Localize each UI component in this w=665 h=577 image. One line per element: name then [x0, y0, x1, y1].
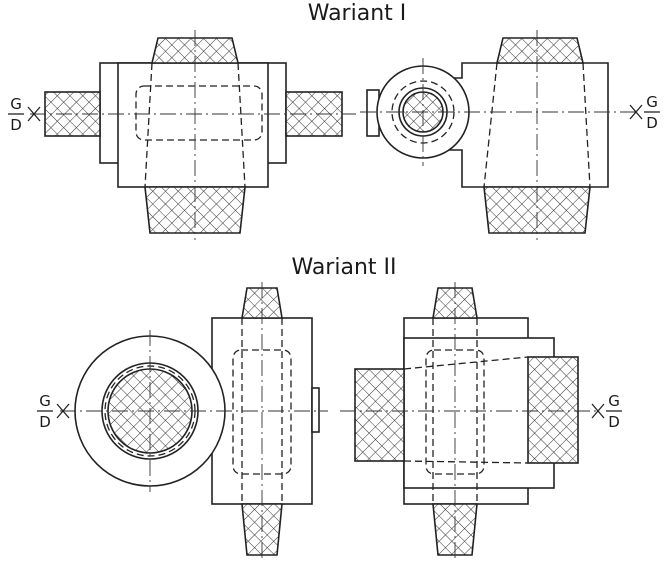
variant2-right-label-g: G: [608, 392, 620, 410]
variant1-left-label-g: G: [10, 95, 22, 113]
variant1-left-body-inner: [117, 62, 269, 188]
variant2-left-view: G D: [37, 282, 328, 562]
variant2-right-view: G D: [340, 282, 622, 562]
variant1-right-hidden-taper: [483, 62, 591, 188]
variant1-left-plane-marker: G D: [8, 95, 41, 134]
variant1-right-view: G D: [360, 30, 660, 240]
variant1-title: Wariant I: [308, 1, 407, 26]
variant1-right-label-d: D: [646, 114, 658, 132]
variant1-left-bottom-journal: [144, 186, 246, 234]
variant1-right-label-g: G: [646, 93, 658, 111]
variant1-right-plane-marker: G D: [629, 93, 660, 132]
variant2-right-shaft-left: [354, 368, 405, 462]
variant2-left-plane-marker: G D: [37, 392, 70, 431]
variant1-right-bottom-journal: [483, 186, 591, 234]
variant2-left-label-g: G: [39, 392, 51, 410]
variant2-left-boss: [311, 387, 320, 433]
variant1-left-hidden-bore: [135, 85, 263, 141]
variant2-right-shaft-right: [527, 356, 579, 464]
variant2-right-plane-marker: G D: [591, 392, 622, 431]
variant1-left-view: G D: [8, 30, 356, 240]
variant2-right-label-d: D: [608, 413, 620, 431]
variant1-left-label-d: D: [10, 116, 22, 134]
variant2-left-label-d: D: [39, 413, 51, 431]
variant2-right-hidden-taper: [403, 356, 529, 464]
variant2-title: Wariant II: [291, 255, 396, 280]
variant1-right-top-journal: [495, 37, 585, 64]
variant1-left-hidden-taper: [144, 62, 246, 188]
